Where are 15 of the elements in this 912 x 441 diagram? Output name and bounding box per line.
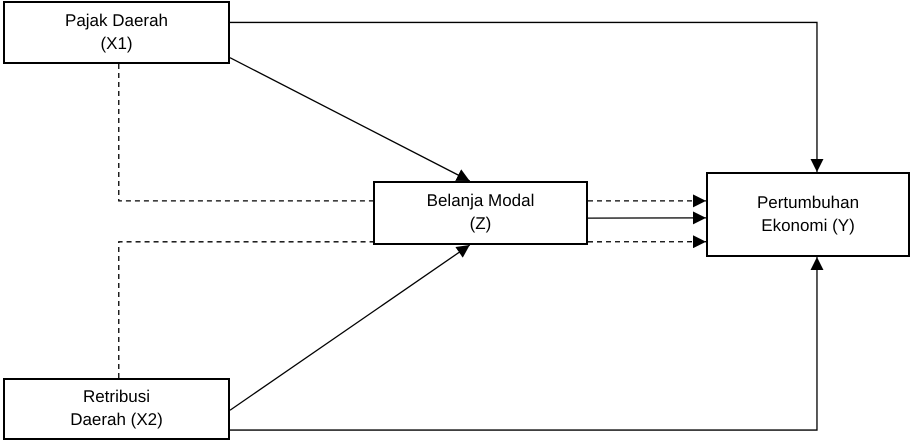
variable-label: Retribusi Daerah (X2) <box>69 386 164 431</box>
variable-label: Pertumbuhan Ekonomi (Y) <box>756 192 860 236</box>
variable-label: Pajak Daerah (X1) <box>64 10 169 54</box>
arrow <box>588 194 706 208</box>
arrow <box>230 257 824 431</box>
arrow <box>230 22 824 172</box>
variable-box <box>706 172 910 257</box>
arrow <box>588 211 706 224</box>
variable-label: Belanja Modal (Z) <box>426 190 536 235</box>
variable-box <box>373 181 588 245</box>
variable-box <box>3 1 230 64</box>
arrow <box>588 235 706 248</box>
arrow <box>230 57 470 182</box>
arrow <box>230 244 470 411</box>
variable-box <box>3 378 230 440</box>
